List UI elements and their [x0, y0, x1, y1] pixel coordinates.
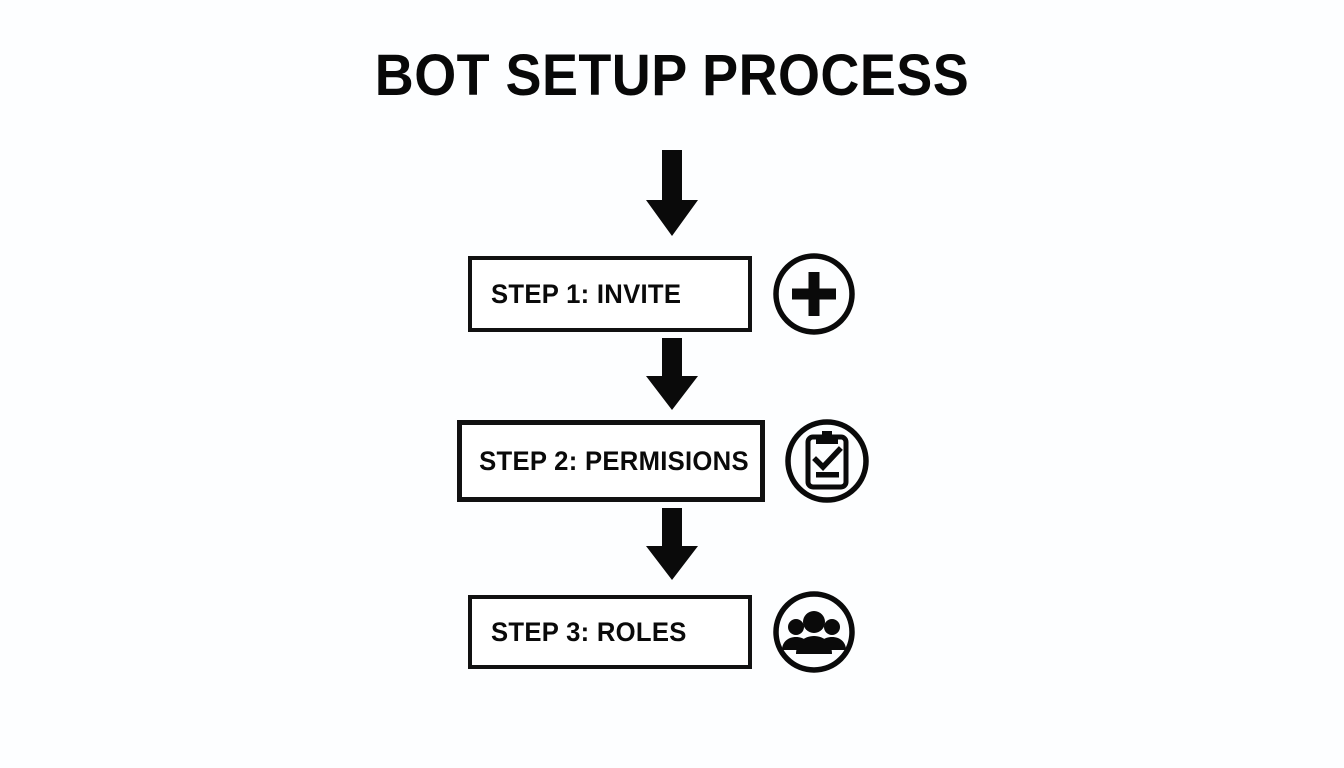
people-group-circle-icon	[772, 590, 856, 674]
step-box-invite[interactable]: STEP 1: INVITE	[468, 256, 752, 332]
step-box-permisions[interactable]: STEP 2: PERMISIONS	[457, 420, 765, 502]
step-label-roles: STEP 3: ROLES	[491, 616, 687, 647]
step-row-permisions: STEP 2: PERMISIONS	[457, 417, 871, 505]
entry-arrow	[646, 150, 698, 236]
step-row-roles: STEP 3: ROLES	[468, 590, 856, 674]
plus-circle-icon	[772, 252, 856, 336]
step-row-invite: STEP 1: INVITE	[468, 252, 856, 336]
page-title: BOT SETUP PROCESS	[374, 43, 970, 108]
step-label-invite: STEP 1: INVITE	[491, 278, 682, 309]
step-box-roles[interactable]: STEP 3: ROLES	[468, 595, 752, 669]
step-label-permisions: STEP 2: PERMISIONS	[479, 445, 749, 476]
arrow-step2-to-step3	[646, 508, 698, 580]
arrow-step1-to-step2	[646, 338, 698, 410]
clipboard-check-circle-icon	[783, 417, 871, 505]
